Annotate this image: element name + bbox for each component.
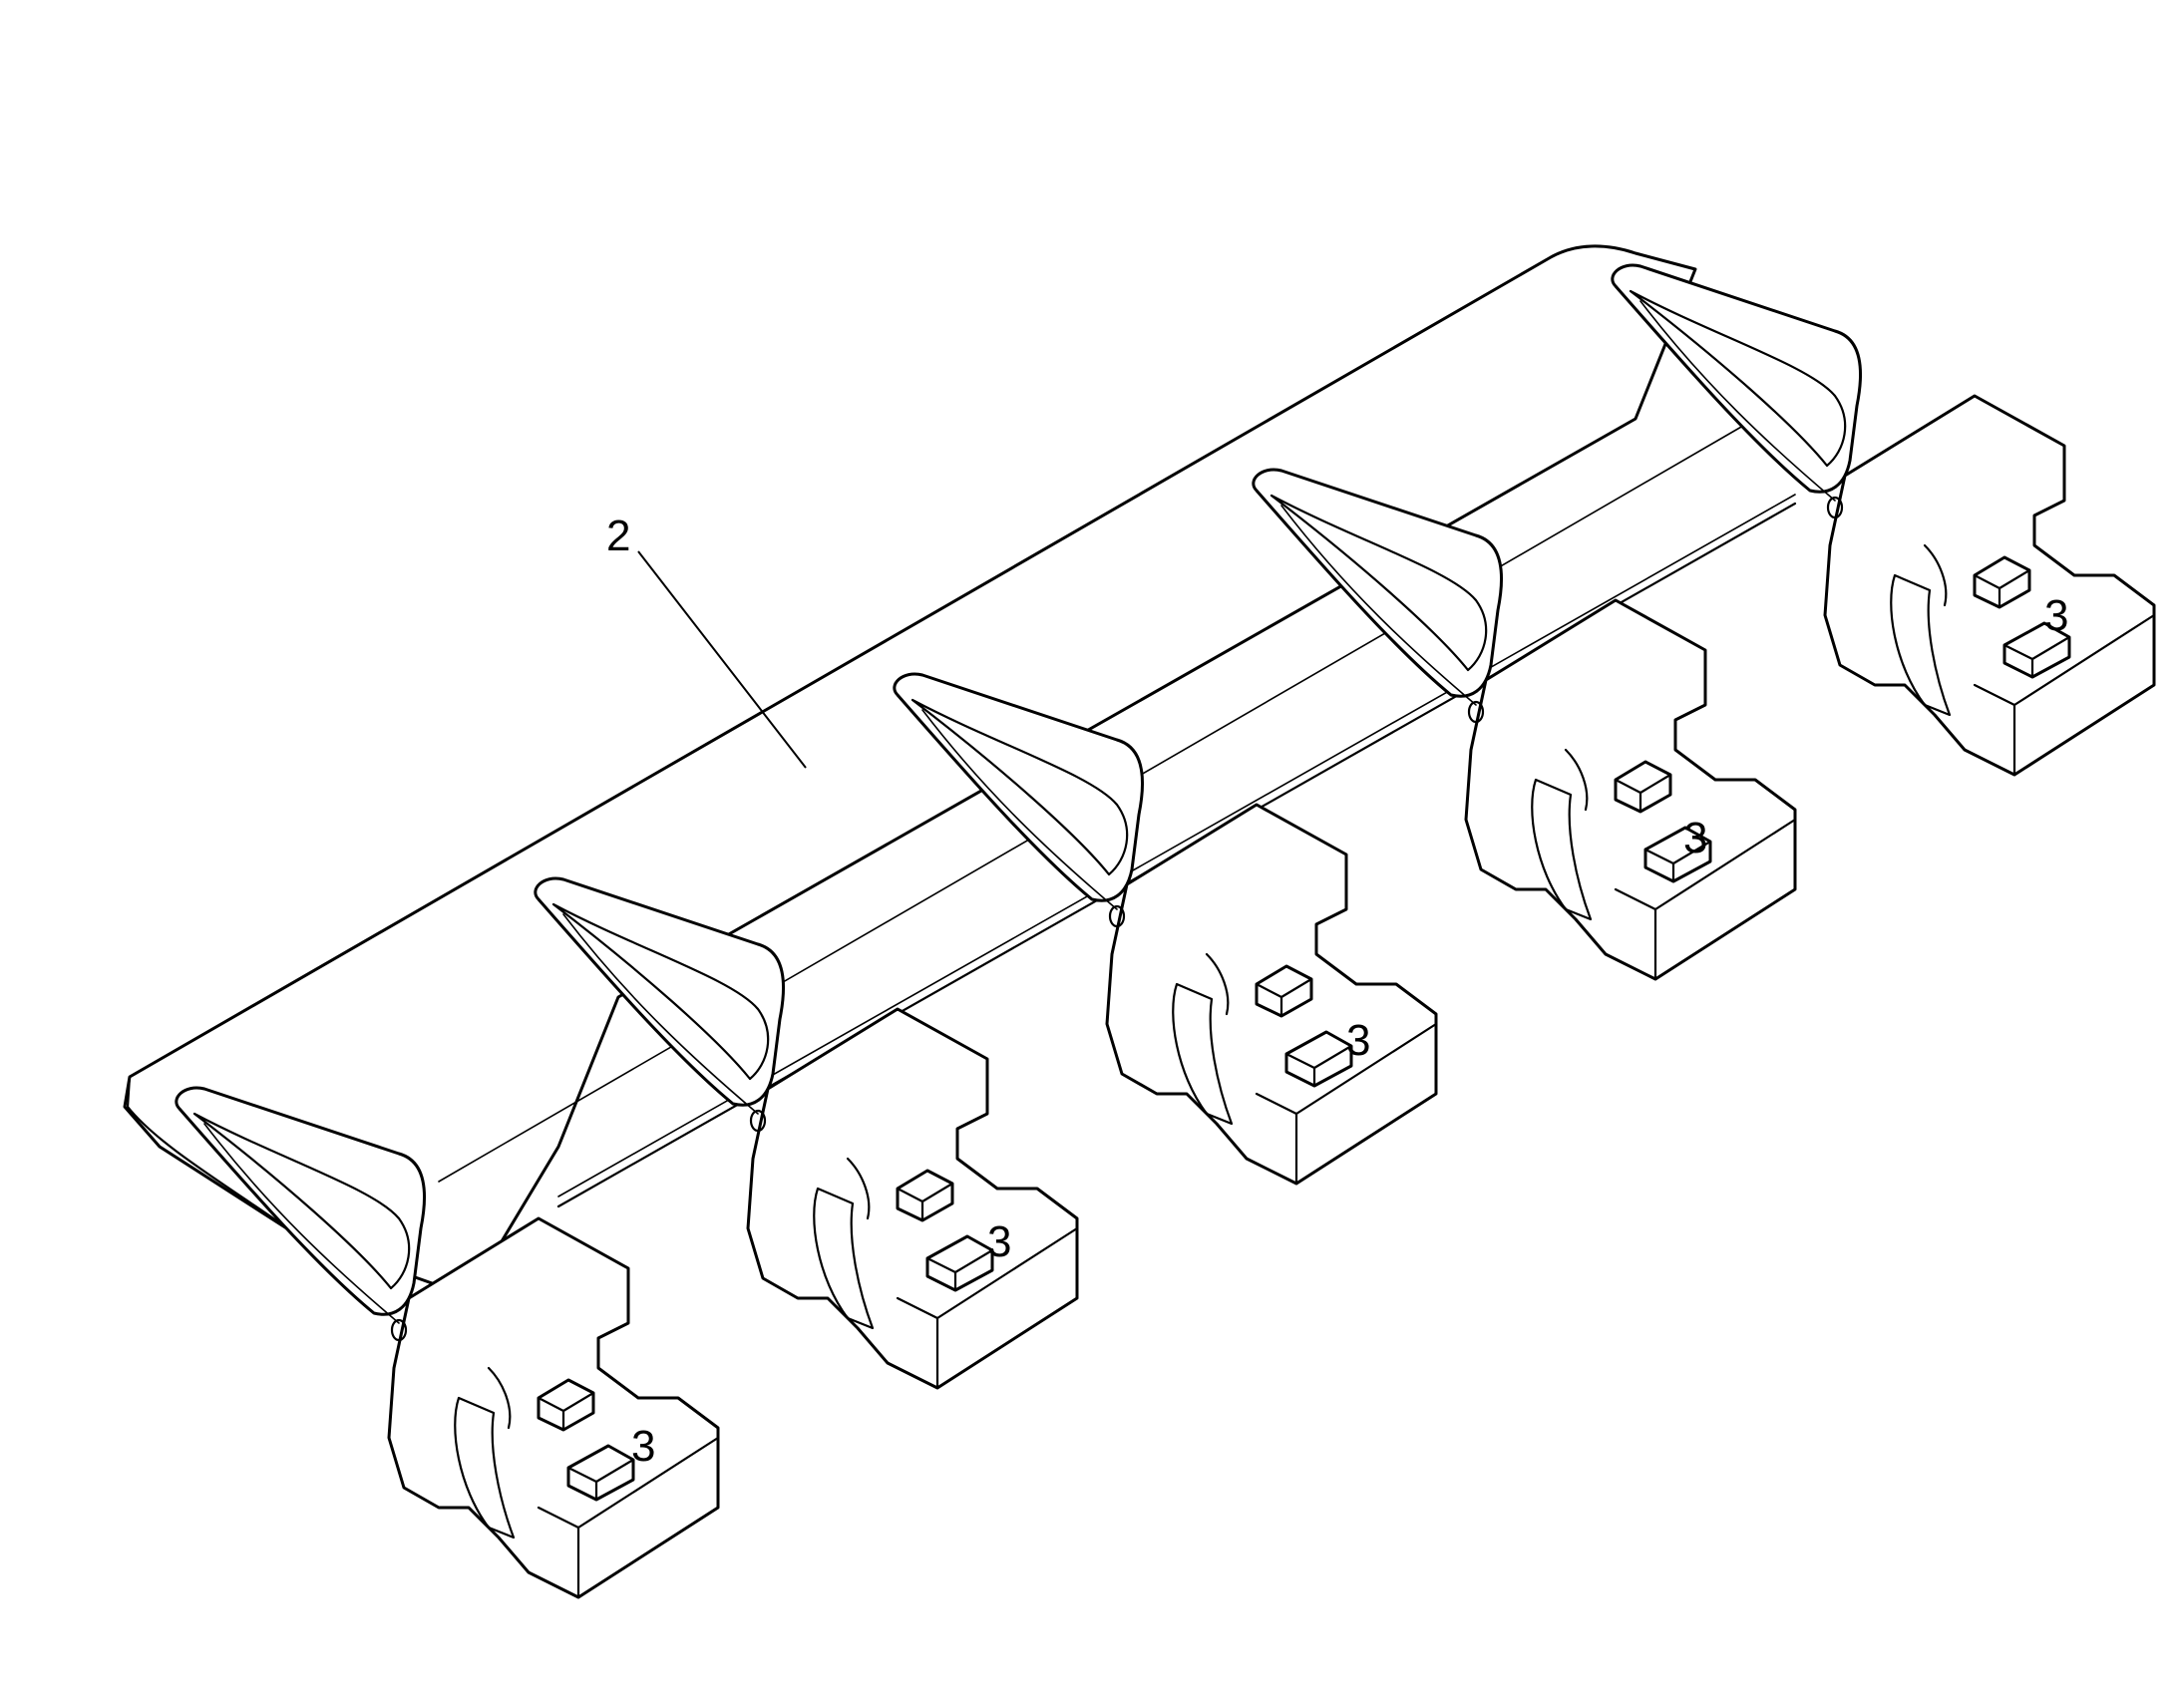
- callout-blade: 2: [606, 512, 630, 560]
- callout-tooth-1: 3: [631, 1422, 655, 1471]
- callout-tooth-4: 3: [1683, 814, 1707, 862]
- callout-tooth-3: 3: [1346, 1016, 1370, 1065]
- blade-leader-line: [637, 550, 807, 769]
- callout-tooth-2: 3: [987, 1217, 1011, 1266]
- callout-tooth-5: 3: [2044, 591, 2068, 640]
